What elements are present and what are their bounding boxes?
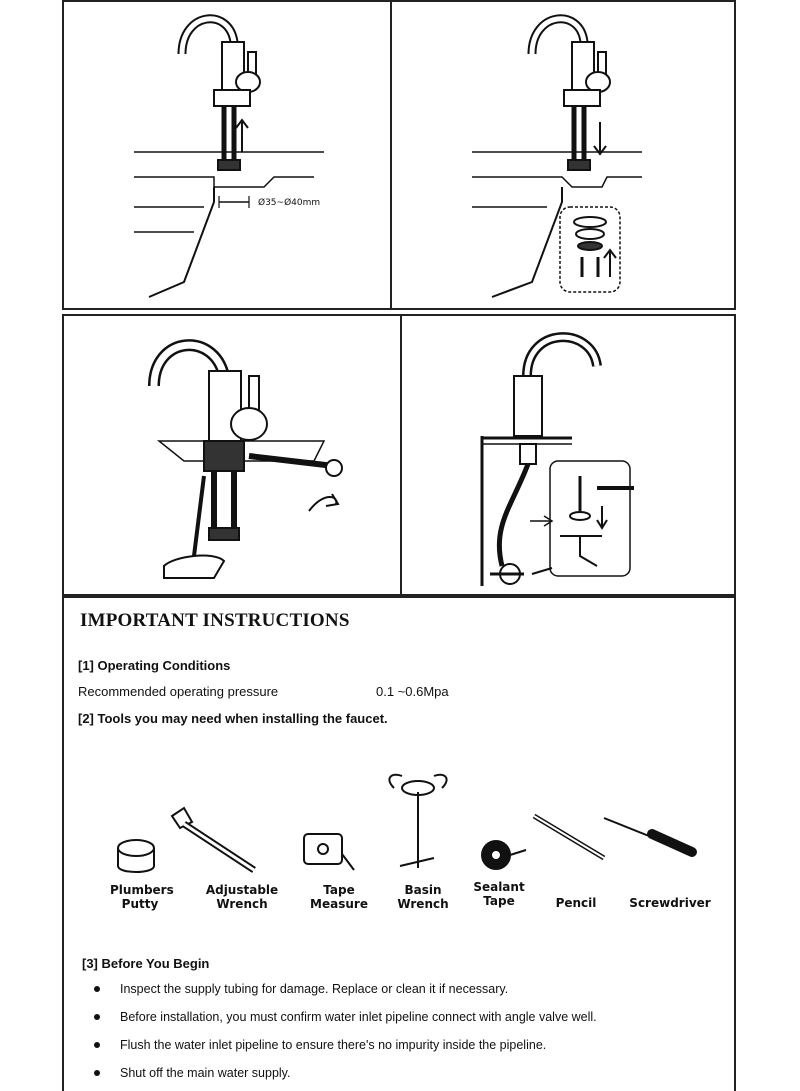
faucet-fixing-kit-illustration [472, 14, 642, 298]
screwdriver-icon [603, 817, 697, 857]
list-item: Before installation, you must confirm wa… [94, 1010, 597, 1024]
wrench-tighten-illustration [148, 339, 343, 579]
sealant-tape-icon [481, 840, 527, 870]
pressure-label: Recommended operating pressure [78, 684, 279, 699]
hose-connection-illustration [480, 332, 634, 586]
tool-label-sealant-tape: Sealant Tape [473, 880, 525, 908]
bullet-icon [94, 1013, 100, 1020]
pressure-value: 0.1 ~0.6Mpa [376, 684, 449, 699]
bullet-icon [94, 1069, 100, 1076]
tool-label-basin-wrench: Basin Wrench [397, 883, 449, 911]
pencil-icon [532, 813, 606, 861]
adjustable-wrench-icon [170, 806, 256, 873]
instructions-section: IMPORTANT INSTRUCTIONS [1] Operating Con… [62, 596, 736, 1091]
tool-label-plumbers-putty: Plumbers Putty [110, 883, 174, 911]
step1-diagram: Ø35~Ø40mm [62, 0, 392, 310]
before-you-begin-heading: [3] Before You Begin [82, 956, 210, 971]
operating-conditions-heading: [1] Operating Conditions [78, 658, 231, 673]
step4-diagram [400, 314, 736, 596]
hole-size-label: Ø35~Ø40mm [258, 197, 320, 208]
list-item: Inspect the supply tubing for damage. Re… [94, 982, 508, 996]
list-item: Flush the water inlet pipeline to ensure… [94, 1038, 546, 1052]
tool-label-pencil: Pencil [555, 896, 597, 910]
tools-row [117, 773, 697, 873]
step2-diagram [390, 0, 736, 310]
list-item: Shut off the main water supply. [94, 1066, 290, 1080]
tool-label-screwdriver: Screwdriver [629, 896, 711, 910]
bullet-icon [94, 1041, 100, 1048]
tool-label-adjustable-wrench: Adjustable Wrench [205, 883, 279, 911]
faucet-insert-illustration: Ø35~Ø40mm [134, 14, 324, 298]
tool-label-tape-measure: Tape Measure [310, 883, 368, 911]
bullet-icon [94, 985, 100, 992]
step3-diagram [62, 314, 402, 596]
basin-wrench-icon [388, 773, 448, 868]
putty-icon [117, 839, 155, 873]
tape-measure-icon [303, 833, 355, 871]
instructions-title: IMPORTANT INSTRUCTIONS [80, 610, 350, 631]
tools-heading: [2] Tools you may need when installing t… [78, 711, 388, 726]
